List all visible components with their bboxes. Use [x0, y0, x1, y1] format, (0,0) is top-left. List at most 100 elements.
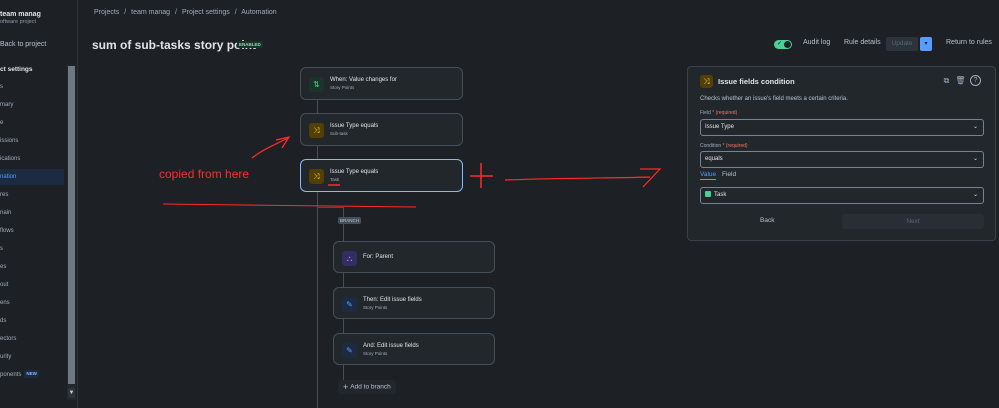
value-select[interactable]: Task ⌄: [700, 187, 984, 204]
task-icon: [705, 191, 711, 198]
node-title: When: Value changes for: [330, 77, 397, 83]
condition-icon: ⤨: [309, 123, 324, 138]
required-marker: * (required): [722, 143, 748, 149]
node-title: Issue Type equals: [330, 169, 379, 175]
annotation-long-arrow: [504, 176, 651, 181]
node-title: For: Parent: [363, 254, 394, 260]
tab-value[interactable]: Value: [700, 171, 717, 180]
project-sidebar: team manag oftware project Back to proje…: [0, 0, 78, 408]
panel-description: Checks whether an issue's field meets a …: [700, 96, 848, 102]
next-button[interactable]: Next: [842, 214, 984, 229]
annotation-arrow-curve: [251, 137, 289, 159]
sidebar-scrollbar-thumb[interactable]: [68, 66, 75, 384]
sidebar-item-features[interactable]: res: [0, 192, 9, 198]
breadcrumb-projects[interactable]: Projects: [94, 9, 120, 16]
node-subtitle: Task: [330, 177, 340, 182]
sidebar-item-people[interactable]: e: [0, 120, 4, 126]
delete-icon[interactable]: 🗑: [955, 76, 966, 85]
condition-node[interactable]: ⤨ Issue Type equals Sub-task: [300, 113, 463, 146]
update-button[interactable]: Update: [886, 37, 918, 51]
connector-line: [317, 191, 318, 408]
return-to-rules-button[interactable]: Return to rules: [946, 39, 992, 46]
condition-label: Condition * (required): [700, 143, 748, 149]
trigger-node[interactable]: ⇅ When: Value changes for Story Points: [300, 67, 463, 100]
connector-line: [317, 145, 318, 159]
chevron-down-icon: ⌄: [972, 124, 978, 130]
status-badge: ENABLED: [237, 41, 263, 48]
sidebar-item-domain[interactable]: nain: [0, 210, 12, 216]
sidebar-item-issue-types[interactable]: es: [0, 264, 7, 270]
branch-label: BRANCH: [338, 217, 362, 224]
breadcrumb-separator: /: [124, 9, 127, 16]
sidebar-item-notifications[interactable]: ications: [0, 156, 21, 162]
annotation-underline-stroke: [162, 203, 417, 208]
sidebar-item-label: ponents: [0, 372, 22, 378]
condition-label-text: Condition: [700, 143, 722, 149]
scroll-down-arrow-icon[interactable]: ▼: [68, 388, 75, 398]
field-select-value: Issue Type: [705, 124, 734, 130]
project-name[interactable]: team manag: [0, 11, 41, 18]
value-select-text: Task: [714, 192, 727, 198]
chevron-down-icon: ⌄: [972, 192, 978, 198]
sidebar-item-layout[interactable]: out: [0, 282, 9, 288]
sidebar-item-summary[interactable]: mary: [0, 102, 14, 108]
required-marker: * (required): [712, 110, 738, 116]
action-node[interactable]: ✎ And: Edit issue fields Story Points: [333, 333, 495, 365]
rule-enabled-toggle[interactable]: ✓: [774, 40, 792, 49]
sidebar-item-fields[interactable]: ds: [0, 318, 7, 324]
node-subtitle: Story Points: [330, 85, 355, 90]
annotation-long-arrow-head: [640, 168, 662, 188]
project-type: oftware project: [0, 19, 37, 25]
node-subtitle: Story Points: [363, 351, 388, 356]
breadcrumb-automation[interactable]: Automation: [241, 9, 277, 16]
copy-icon[interactable]: ⧉: [943, 76, 950, 85]
rule-title[interactable]: sum of sub-tasks story point: [92, 38, 257, 52]
action-node[interactable]: ✎ Then: Edit issue fields Story Points: [333, 287, 495, 319]
field-label: Field * (required): [700, 110, 737, 116]
back-to-project-link[interactable]: Back to project: [0, 41, 47, 48]
breadcrumb-project-settings[interactable]: Project settings: [181, 9, 230, 16]
node-title: Then: Edit issue fields: [363, 297, 422, 303]
condition-select-value: equals: [705, 156, 723, 162]
audit-log-button[interactable]: Audit log: [803, 39, 831, 46]
add-to-branch-button[interactable]: +Add to branch: [338, 380, 396, 394]
node-title: Issue Type equals: [330, 123, 379, 129]
sidebar-item-permissions[interactable]: issions: [0, 138, 19, 144]
node-subtitle: Sub-task: [330, 131, 348, 136]
field-label-text: Field: [700, 110, 711, 116]
connector-line: [317, 207, 343, 208]
condition-node-selected[interactable]: ⤨ Issue Type equals Task: [300, 159, 463, 192]
project-settings-heading: ct settings: [0, 66, 33, 73]
sidebar-item-workflows[interactable]: flows: [0, 228, 14, 234]
trigger-icon: ⇅: [309, 77, 324, 92]
breadcrumb-separator: /: [234, 9, 237, 16]
back-button[interactable]: Back: [760, 217, 775, 224]
rule-details-button[interactable]: Rule details: [844, 39, 881, 46]
sidebar-item-s[interactable]: s: [0, 246, 3, 252]
sidebar-item-details[interactable]: s: [0, 84, 3, 90]
chevron-down-icon: ⌄: [972, 156, 978, 162]
annotation-text: copied from here: [159, 167, 250, 181]
condition-icon: ⤨: [309, 169, 324, 184]
field-select[interactable]: Issue Type ⌄: [700, 119, 984, 136]
connector-line: [317, 99, 318, 113]
sidebar-item-automation[interactable]: nation: [0, 169, 64, 185]
breadcrumb-separator: /: [175, 9, 177, 16]
condition-select[interactable]: equals ⌄: [700, 151, 984, 168]
sidebar-item-screens[interactable]: ens: [0, 300, 10, 306]
breadcrumb: Projects / team manag / Project settings…: [94, 9, 280, 16]
node-subtitle: Story Points: [363, 305, 388, 310]
help-icon[interactable]: ?: [970, 75, 981, 86]
branch-node[interactable]: ⛬ For: Parent: [333, 241, 495, 273]
tab-field[interactable]: Field: [722, 171, 737, 178]
sidebar-item-security[interactable]: urity: [0, 354, 12, 360]
branch-icon: ⛬: [342, 251, 357, 266]
add-to-branch-label: Add to branch: [350, 383, 391, 391]
condition-panel: ⤨ Issue fields condition ⧉ 🗑 ? Checks wh…: [687, 66, 996, 241]
sidebar-item-connectors[interactable]: ectors: [0, 336, 17, 342]
value-select-value: Task: [705, 188, 726, 203]
update-options-chevron-icon[interactable]: ▾: [920, 37, 932, 51]
new-badge: NEW: [24, 370, 39, 379]
breadcrumb-project[interactable]: team manag: [131, 9, 171, 16]
